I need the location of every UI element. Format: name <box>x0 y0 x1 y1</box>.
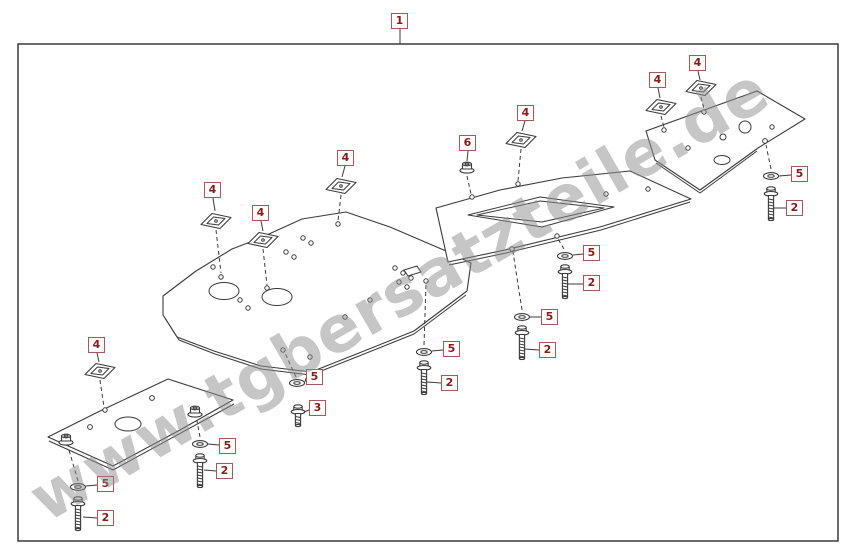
washer-part <box>415 348 433 356</box>
washer-part <box>191 440 209 448</box>
callout-part-5: 5 <box>219 438 236 454</box>
callout-part-2: 2 <box>786 200 803 216</box>
clip-part <box>200 212 232 230</box>
bolt-part <box>763 186 779 222</box>
callout-part-2: 2 <box>97 510 114 526</box>
callout-part-5: 5 <box>97 476 114 492</box>
callout-part-3: 3 <box>309 400 326 416</box>
plate-middle <box>435 170 692 266</box>
callout-part-5: 5 <box>541 309 558 325</box>
bolt-part <box>70 496 86 532</box>
clip-part <box>84 362 116 380</box>
callout-part-4: 4 <box>252 205 269 221</box>
callout-part-4: 4 <box>517 105 534 121</box>
callout-part-4: 4 <box>204 182 221 198</box>
nut-part <box>58 433 74 446</box>
washer-part <box>762 172 780 180</box>
callout-part-2: 2 <box>441 375 458 391</box>
callout-part-4: 4 <box>689 55 706 71</box>
callout-part-1: 1 <box>391 13 408 29</box>
washer-part <box>288 379 306 387</box>
callout-part-5: 5 <box>306 369 323 385</box>
callout-leader-lines <box>82 70 792 519</box>
short-bolt-part <box>290 404 306 428</box>
callout-part-2: 2 <box>539 342 556 358</box>
callout-part-2: 2 <box>583 275 600 291</box>
plate-main-center <box>162 211 472 376</box>
bolt-part <box>514 325 530 361</box>
plate-top-right <box>645 90 806 194</box>
plate-bottom-left <box>47 378 235 471</box>
nut-part <box>187 405 203 418</box>
washer-part <box>69 483 87 491</box>
callout-part-4: 4 <box>337 150 354 166</box>
callout-part-5: 5 <box>583 245 600 261</box>
clip-part <box>685 79 717 97</box>
callout-part-5: 5 <box>791 166 808 182</box>
callout-part-4: 4 <box>88 337 105 353</box>
callout-part-4: 4 <box>649 72 666 88</box>
clip-part <box>325 177 357 195</box>
bolt-part <box>557 264 573 300</box>
washer-part <box>556 252 574 260</box>
callout-part-5: 5 <box>443 341 460 357</box>
clip-part <box>645 98 677 116</box>
bolt-part <box>192 453 208 489</box>
callout-part-6: 6 <box>459 135 476 151</box>
clip-part <box>505 131 537 149</box>
assembly-dashed-lines <box>68 96 772 482</box>
callout-part-2: 2 <box>216 463 233 479</box>
nut-part <box>459 161 475 174</box>
washer-part <box>513 313 531 321</box>
bolt-part <box>416 360 432 396</box>
diagram-border <box>17 43 839 542</box>
